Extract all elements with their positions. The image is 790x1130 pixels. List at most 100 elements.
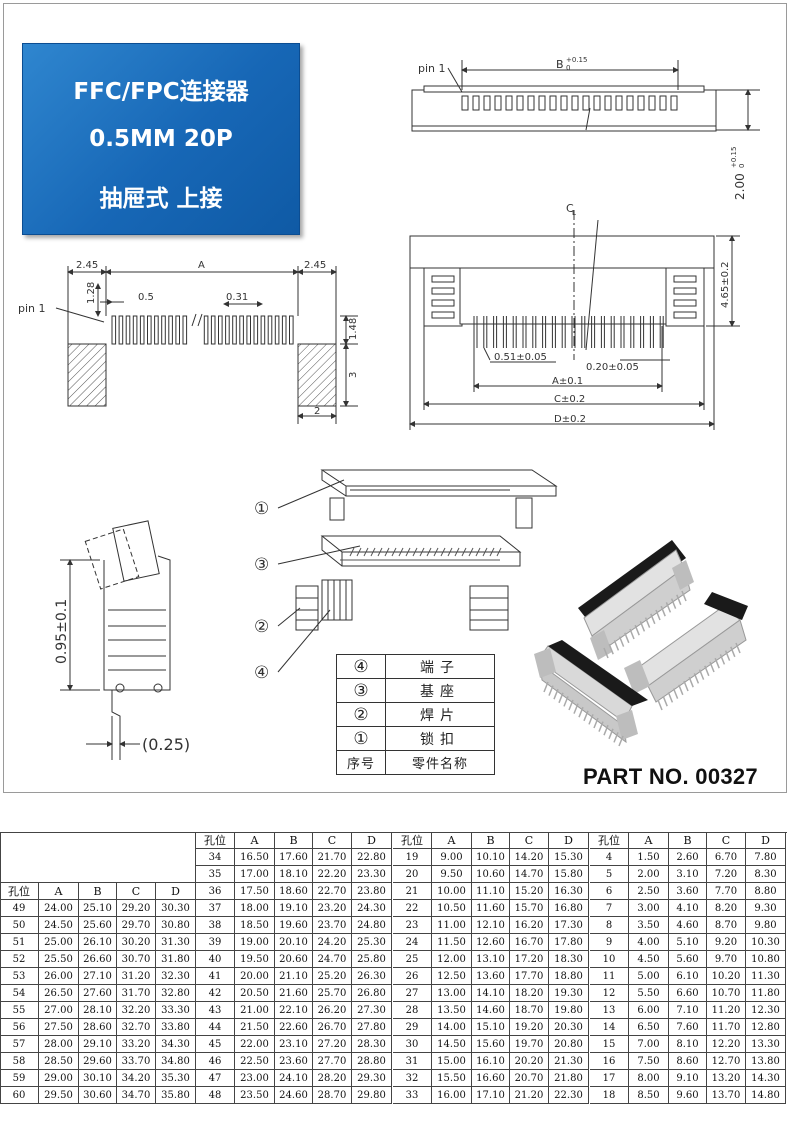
table-cell: 6.60 bbox=[669, 985, 707, 1002]
dim-pcb-a: A bbox=[198, 260, 205, 271]
table-cell: 26.60 bbox=[79, 951, 117, 968]
photo-pin bbox=[719, 654, 726, 665]
table-cell: 19.10 bbox=[275, 900, 313, 917]
table-cell: 5.60 bbox=[669, 951, 707, 968]
table-cell: 19.20 bbox=[510, 1019, 549, 1036]
product-pins bbox=[543, 590, 741, 747]
table-cell: 35 bbox=[196, 866, 235, 883]
base-tooth bbox=[363, 547, 369, 557]
table-cell: 18.50 bbox=[235, 917, 275, 934]
product-photo-1 bbox=[578, 540, 694, 660]
table-cell: 51 bbox=[0, 934, 39, 951]
table-cell: 13.20 bbox=[707, 1070, 746, 1087]
table-cell: 18.30 bbox=[549, 951, 589, 968]
table-cell: 7.60 bbox=[669, 1019, 707, 1036]
pcb-pad bbox=[154, 315, 159, 345]
table-cell: 22.00 bbox=[235, 1036, 275, 1053]
base-tooth bbox=[489, 547, 495, 557]
pcb-pad bbox=[267, 315, 273, 345]
photo-pin bbox=[724, 650, 731, 661]
terminal-pin bbox=[333, 579, 341, 621]
photo-pin bbox=[681, 590, 687, 602]
dim-031: 0.31 bbox=[226, 292, 248, 303]
table-header-cell: 孔位 bbox=[590, 832, 629, 849]
photo-pin bbox=[662, 695, 668, 707]
table-cell: 26.70 bbox=[313, 1019, 352, 1036]
photo-pin bbox=[568, 699, 574, 711]
table-cell: 28.60 bbox=[79, 1019, 117, 1036]
table-cell: 32.20 bbox=[117, 1002, 156, 1019]
table-cell: 31.80 bbox=[156, 951, 196, 968]
pcb-pad bbox=[132, 315, 138, 345]
dim-020: 0.20±0.05 bbox=[586, 362, 639, 373]
pcb-pad bbox=[210, 315, 216, 345]
table-cell: 12.80 bbox=[746, 1019, 786, 1036]
pcb-pad bbox=[246, 315, 251, 345]
photo-pin bbox=[603, 647, 609, 659]
table-left-border bbox=[0, 832, 1, 1104]
top-pin bbox=[571, 95, 579, 111]
table-cell: 29.10 bbox=[79, 1036, 117, 1053]
base-tooth bbox=[461, 547, 467, 557]
legend-desc: 焊片 bbox=[385, 702, 495, 727]
top-pin bbox=[472, 95, 480, 111]
table-cell: 7.10 bbox=[669, 1002, 707, 1019]
table-cell: 31.30 bbox=[156, 934, 196, 951]
photo-pin bbox=[655, 609, 661, 621]
table-cell: 16.20 bbox=[510, 917, 549, 934]
table-blank-corner bbox=[0, 832, 196, 883]
part-number: PART NO. 00327 bbox=[583, 764, 758, 789]
table-cell: 2.00 bbox=[629, 866, 669, 883]
table-cell: 27.30 bbox=[352, 1002, 392, 1019]
table-cell: 13.60 bbox=[472, 968, 510, 985]
table-cell: 60 bbox=[0, 1087, 39, 1104]
legend-desc: 锁扣 bbox=[385, 726, 495, 751]
table-cell: 26.80 bbox=[352, 985, 392, 1002]
table-cell: 22.80 bbox=[352, 849, 392, 866]
base-tooth bbox=[356, 547, 362, 557]
table-cell: 20.80 bbox=[549, 1036, 589, 1053]
table-cell: 14.20 bbox=[510, 849, 549, 866]
front-view bbox=[409, 210, 740, 430]
table-cell: 32.30 bbox=[156, 968, 196, 985]
table-cell: 3.50 bbox=[629, 917, 669, 934]
table-cell: 10.30 bbox=[746, 934, 786, 951]
table-cell: 3.10 bbox=[669, 866, 707, 883]
table-cell: 16.10 bbox=[472, 1053, 510, 1070]
table-cell: 6 bbox=[590, 883, 629, 900]
base-tooth bbox=[426, 547, 432, 557]
table-header-cell: A bbox=[629, 832, 669, 849]
table-cell: 28.30 bbox=[352, 1036, 392, 1053]
photo-pin bbox=[698, 669, 705, 680]
table-cell: 32.80 bbox=[156, 985, 196, 1002]
table-cell: 18.10 bbox=[275, 866, 313, 883]
table-cell: 19.60 bbox=[275, 917, 313, 934]
top-pin bbox=[538, 95, 546, 111]
centerline-label: C bbox=[566, 202, 574, 215]
table-cell: 28.20 bbox=[313, 1070, 352, 1087]
table-cell: 17 bbox=[590, 1070, 629, 1087]
table-cell: 16.30 bbox=[549, 883, 589, 900]
table-cell: 20.50 bbox=[235, 985, 275, 1002]
table-cell: 10.70 bbox=[707, 985, 746, 1002]
table-cell: 27.50 bbox=[39, 1019, 79, 1036]
table-cell: 33.20 bbox=[117, 1036, 156, 1053]
table-cell: 30.30 bbox=[156, 900, 196, 917]
table-cell: 8.30 bbox=[746, 866, 786, 883]
table-cell: 13.80 bbox=[746, 1053, 786, 1070]
table-cell: 21 bbox=[393, 883, 432, 900]
photo-pin bbox=[657, 699, 663, 711]
table-cell: 18.20 bbox=[510, 985, 549, 1002]
top-view bbox=[411, 60, 760, 132]
table-cell: 34.30 bbox=[156, 1036, 196, 1053]
photo-pin bbox=[608, 728, 614, 740]
photo-pin bbox=[618, 636, 625, 647]
photo-pin bbox=[548, 685, 554, 696]
table-cell: 17.10 bbox=[472, 1087, 510, 1104]
table-cell: 25.20 bbox=[313, 968, 352, 985]
photo-pin bbox=[672, 688, 679, 699]
